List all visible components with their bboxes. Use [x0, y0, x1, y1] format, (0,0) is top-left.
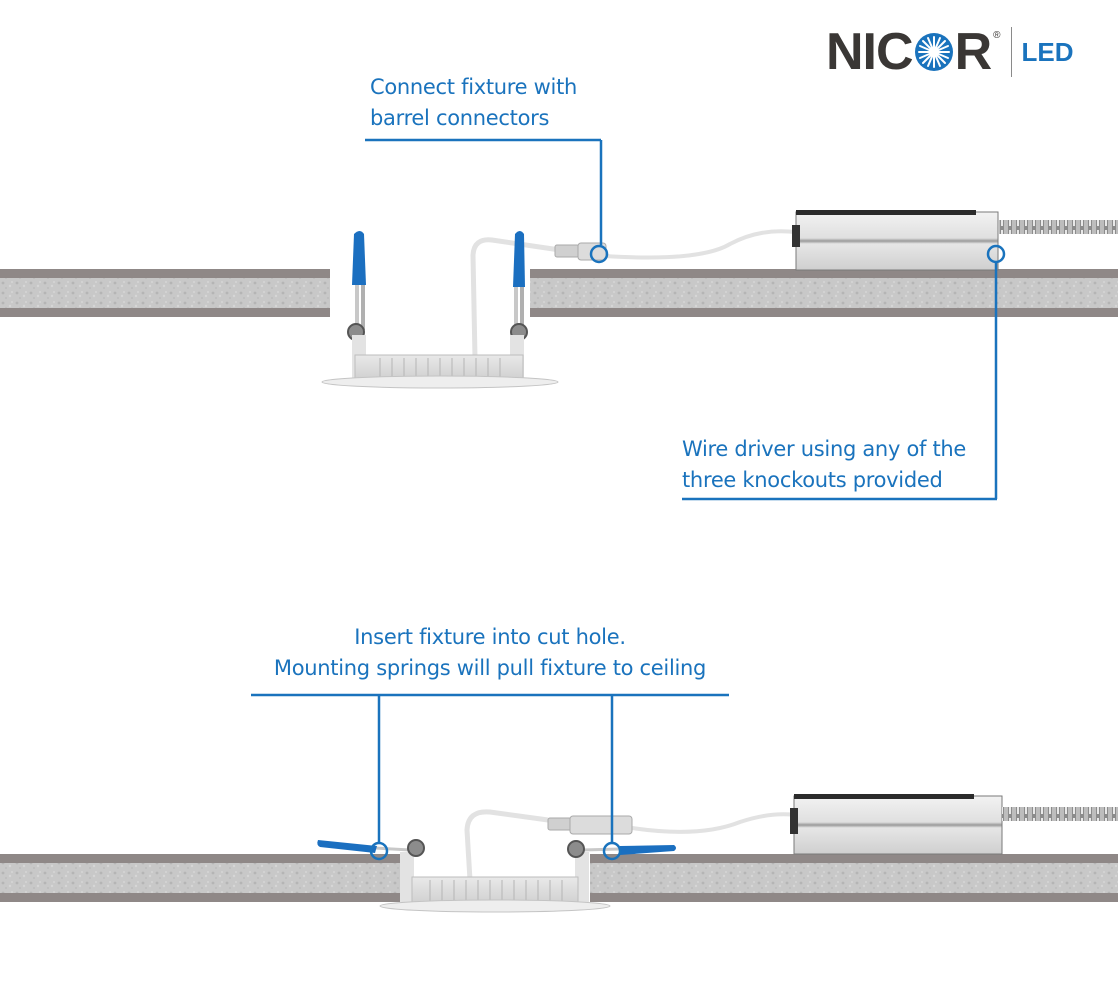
nicor-led-logo: NIC R ® LED — [826, 24, 1074, 80]
logo-text-nic: NIC — [826, 23, 914, 81]
led-fixture-installed — [379, 852, 611, 913]
callout-insert-line2: Mounting springs will pull fixture to ce… — [273, 656, 707, 680]
fixture-cable — [470, 237, 561, 359]
spring-right-spread — [567, 840, 676, 858]
ceiling-right-section — [530, 269, 1118, 317]
callout-connect-text: Connect fixture with barrel connectors — [370, 72, 577, 134]
bottom-panel — [0, 693, 1118, 913]
top-panel — [0, 138, 1118, 501]
led-driver-2 — [790, 794, 1118, 855]
callout-connect-lines — [365, 138, 609, 264]
logo-text-r: R — [954, 23, 993, 81]
callout-marker-right-spring — [602, 841, 622, 861]
callout-marker-connector — [589, 244, 609, 264]
registered-mark: ® — [993, 30, 1001, 41]
ceiling-left-section-2 — [0, 854, 400, 902]
spring-right — [510, 231, 528, 341]
callout-connect-line1: Connect fixture with — [370, 75, 578, 99]
callout-insert-lines — [251, 693, 729, 861]
driver-cable-2 — [631, 812, 796, 834]
ceiling-left-section — [0, 269, 330, 317]
callout-wire-driver-lines — [682, 244, 1006, 501]
flex-conduit-2 — [1002, 807, 1118, 821]
led-fixture — [321, 335, 559, 389]
callout-wire-driver-line1: Wire driver using any of the — [682, 437, 967, 461]
flex-conduit — [998, 220, 1118, 234]
callout-connect-line2: barrel connectors — [370, 106, 550, 130]
callout-insert-text: Insert fixture into cut hole. Mounting s… — [240, 622, 740, 684]
spring-left — [347, 231, 366, 341]
starburst-o-icon — [914, 32, 954, 72]
logo-divider — [1010, 27, 1012, 77]
fixture-cable-2 — [464, 809, 549, 881]
led-driver — [792, 210, 1118, 271]
callout-marker-left-spring — [369, 841, 389, 861]
ceiling-right-section-2 — [590, 854, 1118, 902]
callout-wire-driver-text: Wire driver using any of the three knock… — [682, 434, 966, 496]
barrel-connector-2 — [547, 815, 633, 835]
logo-text-led: LED — [1021, 36, 1074, 67]
driver-cable — [604, 229, 796, 260]
callout-insert-line1: Insert fixture into cut hole. — [354, 625, 626, 649]
callout-wire-driver-line2: three knockouts provided — [682, 468, 943, 492]
spring-left-spread — [317, 839, 425, 857]
